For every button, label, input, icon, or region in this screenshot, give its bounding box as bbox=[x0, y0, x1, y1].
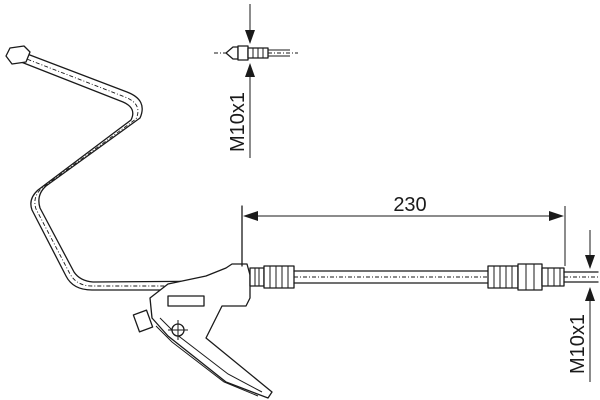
bracket-tab bbox=[132, 309, 154, 333]
dimension-arrow-right bbox=[549, 211, 564, 221]
brake-pipe bbox=[5, 45, 233, 291]
thread-arrow-down bbox=[585, 255, 595, 269]
flexible-hose bbox=[249, 263, 599, 291]
length-label: 230 bbox=[393, 194, 426, 216]
connector-flare bbox=[225, 46, 239, 60]
left-ferrule bbox=[263, 265, 295, 289]
left-fitting-nut bbox=[249, 267, 265, 287]
right-fitting-hex bbox=[517, 263, 543, 291]
thread-label-top: M10x1 bbox=[227, 92, 249, 152]
right-fitting-thread bbox=[541, 267, 565, 287]
top-arrow-down bbox=[245, 30, 255, 44]
thread-label-right: M10x1 bbox=[567, 314, 589, 374]
right-ferrule bbox=[487, 265, 519, 289]
mounting-bracket bbox=[132, 205, 273, 399]
thread-arrow-up bbox=[585, 287, 595, 301]
dimension-arrow-left bbox=[243, 211, 258, 221]
thread-callout-top: M10x1 bbox=[214, 4, 298, 158]
top-arrow-up bbox=[245, 63, 255, 77]
thread-callout-right: M10x1 bbox=[567, 230, 595, 382]
pipe-end-nipple bbox=[5, 45, 31, 65]
length-dimension: 230 bbox=[241, 194, 566, 266]
bracket-slot bbox=[167, 295, 205, 307]
connector-nut bbox=[237, 45, 249, 61]
